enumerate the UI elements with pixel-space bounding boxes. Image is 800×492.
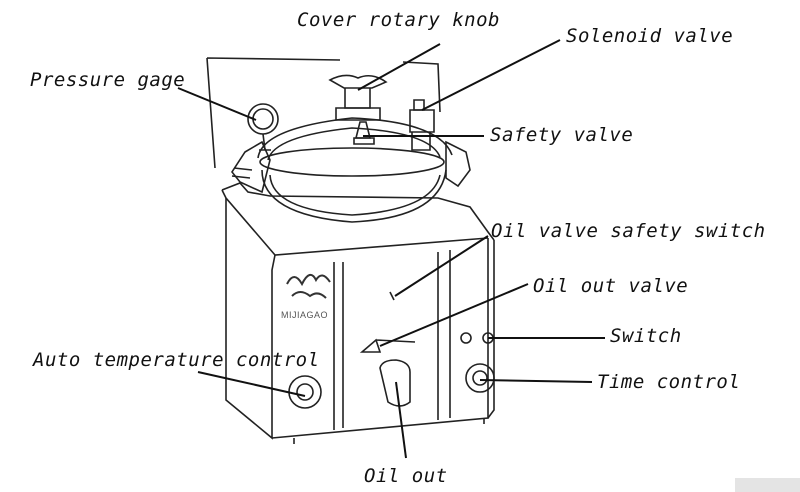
corner-bar: [735, 478, 800, 492]
leader-auto-temp: [197, 371, 306, 397]
fryer-cabinet: [221, 182, 495, 444]
leader-oil-out-valve: [379, 283, 529, 347]
back-panel: [206, 57, 441, 169]
watermark-text: MIJIAGAO: [281, 310, 328, 320]
fryer-lid: [231, 117, 471, 223]
label-switch: Switch: [610, 325, 682, 347]
safety-valve: [353, 121, 375, 145]
leader-pressure-gage: [177, 87, 257, 121]
leader-oil-out: [395, 381, 407, 459]
leader-solenoid: [421, 39, 561, 111]
label-oil-out: Oil out: [364, 465, 448, 487]
leader-time-control: [479, 379, 593, 383]
leader-cover-knob: [357, 43, 441, 91]
label-oil-valve-safety-switch: Oil valve safety switch: [491, 220, 766, 242]
label-solenoid-valve: Solenoid valve: [566, 25, 733, 47]
label-safety-valve: Safety valve: [490, 124, 633, 146]
labels: Cover rotary knob Solenoid valve Pressur…: [30, 9, 766, 487]
label-auto-temperature-control: Auto temperature control: [32, 349, 320, 371]
watermark-logo: MIJIAGAO: [281, 273, 331, 320]
leader-lines: [177, 39, 605, 459]
label-cover-rotary-knob: Cover rotary knob: [297, 9, 500, 31]
leader-oil-valve-switch: [394, 235, 489, 297]
cover-rotary-knob: [328, 74, 388, 121]
label-oil-out-valve: Oil out valve: [533, 275, 688, 297]
front-controls: [288, 291, 495, 409]
solenoid-valve: [409, 99, 435, 151]
label-pressure-gage: Pressure gage: [30, 69, 185, 91]
label-time-control: Time control: [597, 371, 740, 393]
